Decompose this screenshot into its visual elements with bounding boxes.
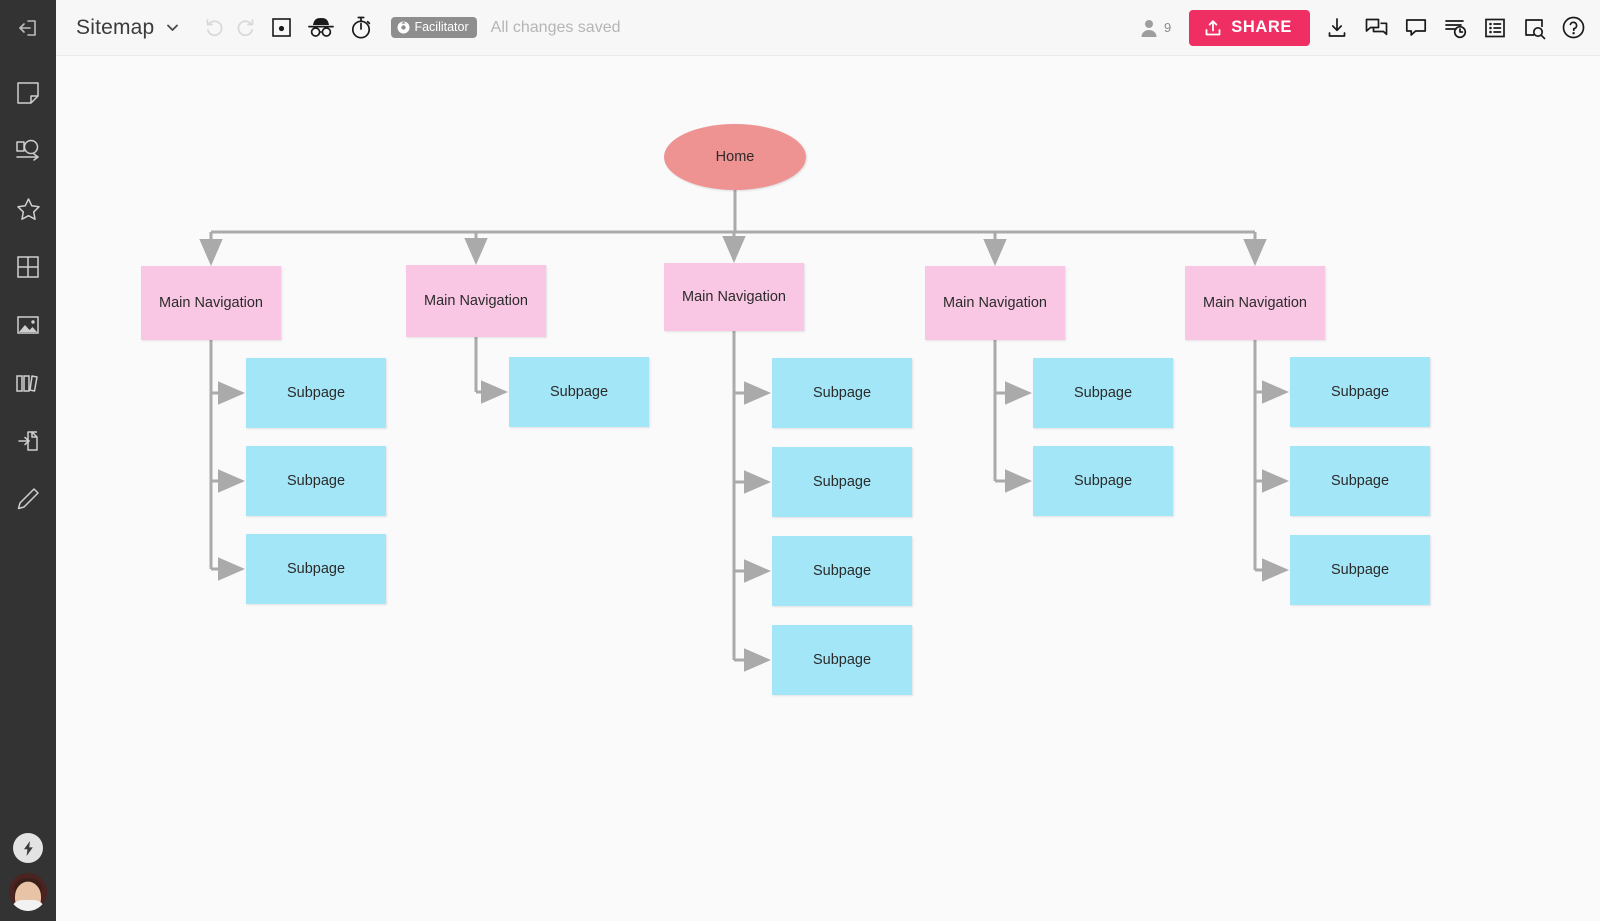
bolt-icon[interactable] — [13, 833, 43, 863]
upload-icon — [1205, 19, 1221, 35]
undo-icon[interactable] — [204, 17, 225, 38]
list-icon[interactable] — [1483, 16, 1507, 40]
node-label: Subpage — [286, 385, 346, 401]
node-main-navigation-5[interactable]: Main Navigation — [1185, 266, 1325, 340]
shapes-icon[interactable] — [0, 122, 56, 180]
image-icon[interactable] — [0, 296, 56, 354]
node-main-navigation-3[interactable]: Main Navigation — [664, 263, 804, 331]
history-icon[interactable] — [1443, 16, 1468, 40]
share-button-label: SHARE — [1231, 18, 1292, 36]
node-label: Subpage — [812, 563, 872, 579]
node-subpage-4-2[interactable]: Subpage — [1033, 446, 1173, 516]
collaborators-indicator[interactable]: 9 — [1139, 18, 1171, 38]
comment-icon[interactable] — [1404, 16, 1428, 40]
node-subpage-5-2[interactable]: Subpage — [1290, 446, 1430, 516]
node-label: Subpage — [1330, 384, 1390, 400]
node-label: Subpage — [1073, 385, 1133, 401]
node-label: Subpage — [812, 652, 872, 668]
pen-icon[interactable] — [0, 470, 56, 528]
node-label: Subpage — [812, 385, 872, 401]
node-label: Subpage — [286, 473, 346, 489]
templates-icon[interactable] — [0, 354, 56, 412]
node-subpage-3-1[interactable]: Subpage — [772, 358, 912, 428]
connector-lines — [199, 190, 1289, 672]
stopwatch-icon[interactable] — [349, 15, 373, 40]
redo-icon[interactable] — [235, 17, 256, 38]
node-subpage-5-3[interactable]: Subpage — [1290, 535, 1430, 605]
node-home[interactable]: Home — [664, 124, 806, 190]
share-button[interactable]: SHARE — [1189, 9, 1310, 46]
chevron-down-icon[interactable] — [165, 20, 180, 35]
avatar[interactable] — [9, 873, 47, 911]
node-subpage-3-4[interactable]: Subpage — [772, 625, 912, 695]
node-label: Subpage — [1330, 473, 1390, 489]
node-label: Subpage — [812, 474, 872, 490]
node-label: Subpage — [1073, 473, 1133, 489]
left-toolbar — [0, 0, 56, 921]
chat-bubbles-icon[interactable] — [1364, 16, 1389, 40]
incognito-icon[interactable] — [307, 16, 335, 39]
collaborator-count: 9 — [1164, 20, 1172, 35]
node-subpage-1-3[interactable]: Subpage — [246, 534, 386, 604]
node-label: Main Navigation — [1203, 295, 1307, 311]
node-main-navigation-2[interactable]: Main Navigation — [406, 265, 546, 337]
node-subpage-3-2[interactable]: Subpage — [772, 447, 912, 517]
sticky-note-icon[interactable] — [0, 64, 56, 122]
search-board-icon[interactable] — [1522, 16, 1546, 40]
help-icon[interactable] — [1561, 15, 1586, 40]
facilitator-badge-label: Facilitator — [414, 20, 469, 34]
node-main-navigation-1[interactable]: Main Navigation — [141, 266, 281, 340]
collapse-panel-icon[interactable] — [0, 0, 56, 56]
presentation-icon[interactable] — [270, 16, 293, 39]
download-icon[interactable] — [1325, 16, 1349, 40]
node-subpage-1-2[interactable]: Subpage — [246, 446, 386, 516]
node-subpage-3-3[interactable]: Subpage — [772, 536, 912, 606]
node-label: Main Navigation — [424, 293, 528, 309]
node-label: Subpage — [1330, 562, 1390, 578]
node-label: Subpage — [549, 384, 609, 400]
node-label: Subpage — [286, 561, 346, 577]
node-label: Main Navigation — [159, 295, 263, 311]
person-icon — [1141, 19, 1157, 37]
document-title[interactable]: Sitemap — [76, 15, 155, 39]
top-toolbar: Sitemap — [56, 0, 1600, 56]
node-subpage-5-1[interactable]: Subpage — [1290, 357, 1430, 427]
save-status-text: All changes saved — [490, 18, 621, 36]
grid-icon[interactable] — [0, 238, 56, 296]
node-subpage-1-1[interactable]: Subpage — [246, 358, 386, 428]
topbar-right-group: 9 SHARE — [1139, 9, 1600, 46]
facilitator-badge[interactable]: Facilitator — [391, 17, 477, 38]
node-label: Home — [715, 149, 755, 165]
node-subpage-2-1[interactable]: Subpage — [509, 357, 649, 427]
import-icon[interactable] — [0, 412, 56, 470]
tool-list — [0, 64, 56, 528]
facilitator-gear-icon — [397, 21, 410, 33]
node-main-navigation-4[interactable]: Main Navigation — [925, 266, 1065, 340]
node-label: Main Navigation — [682, 289, 786, 305]
rail-bottom-section — [0, 833, 56, 911]
node-label: Main Navigation — [943, 295, 1047, 311]
star-icon[interactable] — [0, 180, 56, 238]
node-subpage-4-1[interactable]: Subpage — [1033, 358, 1173, 428]
